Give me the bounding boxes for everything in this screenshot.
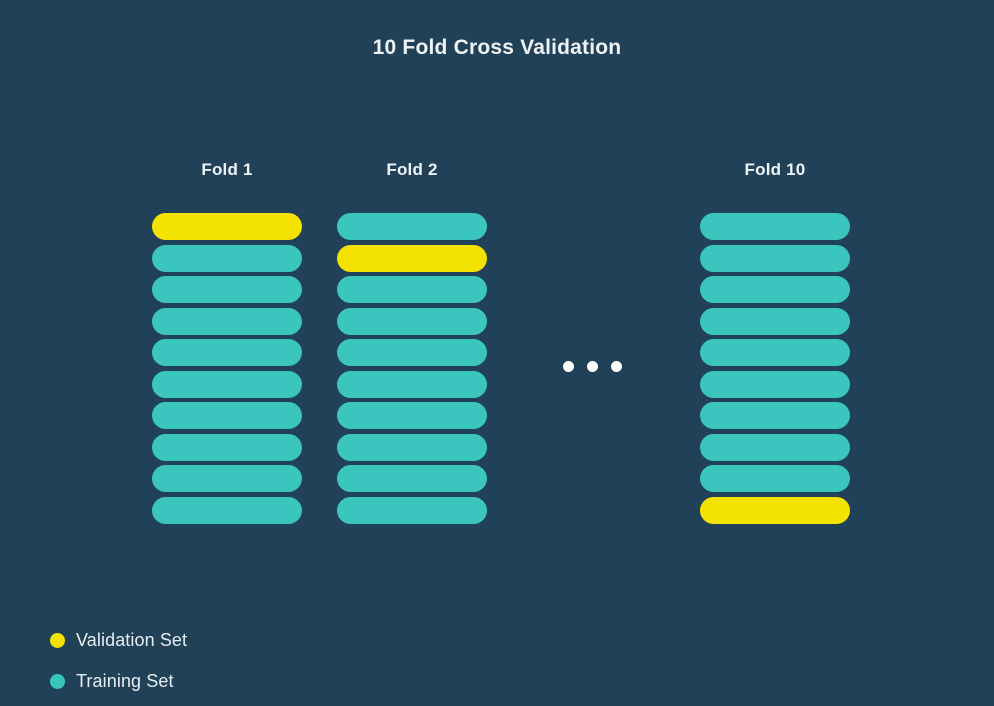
legend: Validation Set Training Set bbox=[50, 620, 187, 702]
fold-block bbox=[700, 244, 850, 272]
legend-swatch-validation-icon bbox=[50, 633, 65, 648]
legend-item-validation: Validation Set bbox=[50, 620, 187, 661]
fold-column-1: Fold 1 bbox=[152, 160, 302, 528]
ellipsis-dot bbox=[587, 361, 598, 372]
fold-block bbox=[337, 496, 487, 524]
fold-block bbox=[152, 433, 302, 461]
fold-column-2: Fold 2 bbox=[337, 160, 487, 528]
ellipsis-dot bbox=[611, 361, 622, 372]
fold-block bbox=[152, 496, 302, 524]
fold-block bbox=[152, 402, 302, 429]
fold-block bbox=[337, 402, 487, 429]
fold-block bbox=[700, 465, 850, 492]
fold-block bbox=[337, 370, 487, 398]
fold-block bbox=[152, 213, 302, 240]
fold-block bbox=[700, 307, 850, 335]
fold-block bbox=[152, 370, 302, 398]
fold-block bbox=[337, 244, 487, 272]
legend-label-validation: Validation Set bbox=[76, 630, 188, 650]
fold-block bbox=[337, 276, 487, 303]
fold-column-10-stack bbox=[700, 213, 850, 524]
fold-block bbox=[152, 465, 302, 492]
fold-block bbox=[337, 339, 487, 366]
fold-column-1-header: Fold 1 bbox=[201, 160, 253, 179]
fold-column-2-header: Fold 2 bbox=[386, 160, 438, 179]
fold-block bbox=[337, 307, 487, 335]
legend-label-training: Training Set bbox=[76, 671, 174, 691]
fold-column-1-stack bbox=[152, 213, 302, 524]
fold-block bbox=[152, 307, 302, 335]
fold-block bbox=[700, 370, 850, 398]
fold-block bbox=[700, 276, 850, 303]
legend-swatch-training-icon bbox=[50, 674, 65, 689]
fold-block bbox=[337, 213, 487, 240]
legend-item-training: Training Set bbox=[50, 661, 187, 702]
ellipsis-dot bbox=[563, 361, 574, 372]
fold-block bbox=[152, 276, 302, 303]
fold-block bbox=[700, 496, 850, 524]
fold-block bbox=[152, 339, 302, 366]
fold-column-10: Fold 10 bbox=[700, 160, 850, 528]
fold-block bbox=[700, 433, 850, 461]
fold-block bbox=[337, 433, 487, 461]
fold-block bbox=[152, 244, 302, 272]
fold-block bbox=[337, 465, 487, 492]
page-title: 10 Fold Cross Validation bbox=[372, 36, 622, 59]
fold-column-2-stack bbox=[337, 213, 487, 524]
ellipsis-icon bbox=[563, 361, 622, 372]
fold-block bbox=[700, 339, 850, 366]
fold-block bbox=[700, 213, 850, 240]
fold-block bbox=[700, 402, 850, 429]
fold-column-10-header: Fold 10 bbox=[744, 160, 806, 179]
